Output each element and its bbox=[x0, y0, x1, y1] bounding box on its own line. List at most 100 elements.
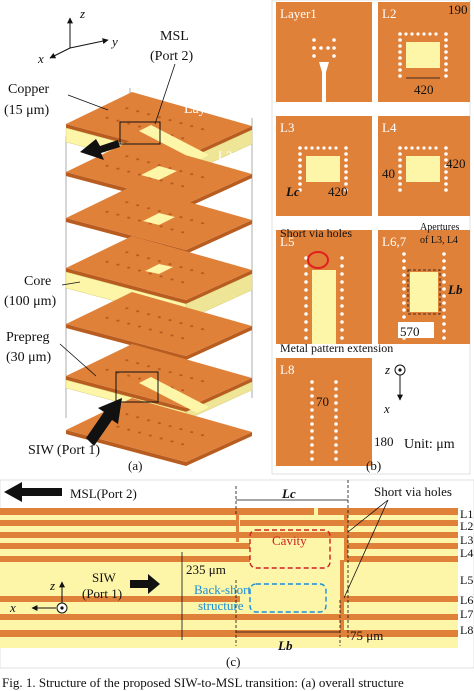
via-hole bbox=[190, 325, 194, 328]
siw-port-arrow bbox=[86, 398, 122, 446]
msl-label-c: MSL(Port 2) bbox=[70, 486, 137, 501]
cs-copper-layer bbox=[0, 532, 458, 538]
via-hole bbox=[181, 137, 185, 140]
via-hole bbox=[136, 110, 140, 113]
via-hole bbox=[125, 251, 129, 254]
via-dot bbox=[304, 304, 308, 308]
via-hole bbox=[157, 368, 161, 371]
layer-label-a: L5 bbox=[218, 304, 232, 319]
via-hole bbox=[105, 368, 109, 371]
via-dot bbox=[428, 32, 432, 36]
via-hole bbox=[137, 125, 142, 128]
via-dot bbox=[442, 336, 446, 340]
via-hole bbox=[200, 328, 205, 331]
via-hole bbox=[170, 440, 174, 443]
plate-side-right bbox=[186, 174, 252, 208]
short-via-label-c: Short via holes bbox=[374, 484, 452, 499]
gap-label-c: 75 μm bbox=[350, 628, 383, 643]
cavity-outline bbox=[249, 529, 331, 569]
tile-dim-lc: Lc bbox=[285, 184, 300, 199]
via-hole bbox=[105, 210, 109, 213]
cs-layer-label: L3 bbox=[460, 533, 473, 547]
via-hole bbox=[137, 325, 142, 328]
tile-title: L3 bbox=[280, 120, 294, 135]
via-dot bbox=[398, 176, 402, 180]
unit-label: Unit: μm bbox=[404, 437, 455, 452]
via-dot bbox=[298, 158, 302, 162]
via-hole bbox=[179, 322, 183, 325]
via-dot bbox=[334, 443, 338, 447]
via-dot bbox=[344, 146, 348, 150]
via-hole bbox=[146, 365, 151, 368]
axis-x-label-c: x bbox=[9, 600, 16, 615]
via-hole bbox=[136, 310, 140, 313]
axis-y-dot-c-center bbox=[60, 606, 64, 610]
via-hole bbox=[127, 322, 131, 325]
plate-side-right bbox=[186, 432, 252, 466]
via-hole bbox=[179, 216, 183, 219]
via-dot bbox=[340, 256, 344, 260]
via-dot bbox=[444, 56, 448, 60]
via-hole bbox=[137, 173, 142, 176]
via-hole bbox=[136, 158, 140, 161]
tile-dim-40: 40 bbox=[382, 166, 395, 181]
via-hole bbox=[127, 266, 131, 269]
plate-strip bbox=[139, 125, 209, 161]
via-dot bbox=[334, 457, 338, 461]
via-dot bbox=[334, 450, 338, 454]
axis-z-label-c: z bbox=[49, 578, 55, 593]
aperture-outline bbox=[407, 269, 441, 315]
via-dot bbox=[304, 336, 308, 340]
tile-title: L6,7 bbox=[382, 234, 407, 249]
via-dot bbox=[434, 146, 438, 150]
via-dot bbox=[332, 54, 336, 58]
plate-aperture bbox=[141, 166, 177, 180]
via-dot bbox=[334, 401, 338, 405]
via-dot bbox=[416, 32, 420, 36]
via-dot bbox=[444, 68, 448, 72]
via-hole bbox=[125, 413, 129, 416]
via-dot bbox=[398, 170, 402, 174]
via-hole bbox=[127, 122, 131, 125]
via-dot bbox=[402, 266, 406, 270]
metal-ext-label: Metal pattern extension bbox=[280, 341, 393, 355]
via-dot bbox=[340, 328, 344, 332]
via-dot bbox=[312, 46, 316, 50]
via-dot bbox=[332, 46, 336, 50]
via-dot bbox=[416, 146, 420, 150]
cross-section-dielectric bbox=[0, 508, 458, 648]
aperture bbox=[406, 42, 440, 68]
via-dot bbox=[340, 336, 344, 340]
via-hole bbox=[168, 425, 172, 428]
via-hole bbox=[181, 389, 185, 392]
via-hole bbox=[179, 374, 183, 377]
via-dot bbox=[444, 44, 448, 48]
via-dot bbox=[328, 146, 332, 150]
panel-c-frame bbox=[0, 479, 474, 669]
via-dot bbox=[298, 182, 302, 186]
via-dot bbox=[310, 387, 314, 391]
msl-arrow-c bbox=[4, 482, 62, 502]
tile-dim-value: 570 bbox=[400, 324, 420, 339]
cs-copper-layer bbox=[240, 520, 458, 526]
via-dot bbox=[398, 32, 402, 36]
tile-corner-value: 190 bbox=[448, 2, 468, 17]
via-dot bbox=[334, 429, 338, 433]
via-dot bbox=[402, 315, 406, 319]
via-hole bbox=[181, 185, 185, 188]
via-dot bbox=[298, 146, 302, 150]
tile-title: L5 bbox=[280, 234, 294, 249]
via-dot bbox=[304, 312, 308, 316]
via-hole bbox=[159, 275, 163, 278]
via-hole bbox=[190, 173, 194, 176]
via-dot bbox=[442, 315, 446, 319]
plate-top bbox=[66, 344, 252, 408]
tile-dim-180: 180 bbox=[374, 434, 394, 449]
cross-section-layers bbox=[0, 508, 458, 637]
via-hole bbox=[125, 359, 129, 362]
tile-bg bbox=[276, 358, 372, 466]
via-hole bbox=[148, 328, 152, 331]
via-hole bbox=[116, 167, 120, 170]
